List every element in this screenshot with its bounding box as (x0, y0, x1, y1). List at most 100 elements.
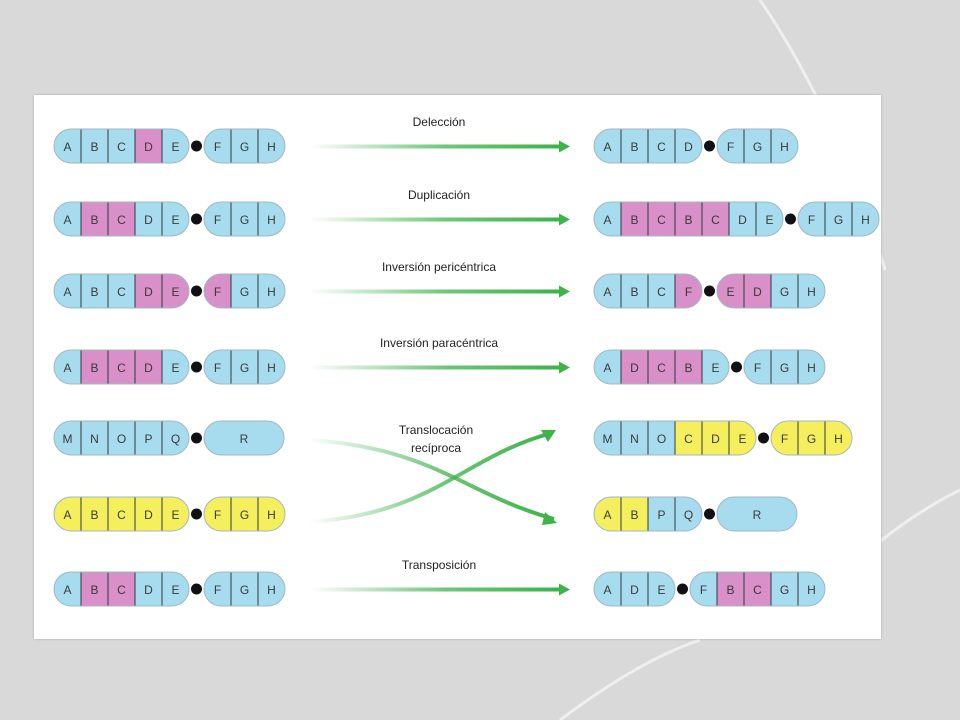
gene-label: G (807, 432, 816, 446)
gene-segment (81, 274, 108, 308)
gene-segment (135, 202, 162, 236)
label-paracentric: Inversión paracéntrica (380, 336, 498, 350)
gene-label: G (240, 213, 249, 227)
label-transposition: Transposición (402, 558, 476, 572)
gene-segment (135, 497, 162, 531)
gene-segment (135, 572, 162, 606)
gene-label: R (753, 508, 762, 522)
translocation-label-line1: Translocación (399, 423, 473, 437)
centromere (191, 213, 202, 225)
gene-segment (675, 421, 702, 455)
gene-label: D (630, 583, 639, 597)
gene-segment (81, 572, 108, 606)
gene-label: F (808, 213, 815, 227)
gene-label: F (727, 140, 734, 154)
gene-segment (825, 202, 852, 236)
centromere (191, 432, 202, 444)
gene-label: C (117, 285, 126, 299)
gene-label: H (780, 140, 789, 154)
gene-segment (702, 421, 729, 455)
gene-label: F (781, 432, 788, 446)
gene-label: H (267, 285, 276, 299)
centromere (677, 583, 688, 595)
arrowhead-paracentric (559, 361, 570, 374)
gene-segment (648, 350, 675, 384)
gene-segment (81, 350, 108, 384)
gene-label: F (214, 361, 221, 375)
gene-segment (702, 202, 729, 236)
gene-label: G (753, 140, 762, 154)
gene-label: H (807, 583, 816, 597)
gene-segment (621, 497, 648, 531)
gene-label: A (63, 361, 71, 375)
arrowhead-duplication (559, 213, 570, 226)
gene-label: C (657, 213, 666, 227)
gene-label: E (171, 583, 179, 597)
gene-label: E (171, 361, 179, 375)
gene-label: G (780, 285, 789, 299)
gene-label: H (807, 285, 816, 299)
label-delection: Delección (413, 115, 466, 129)
gene-label: H (267, 583, 276, 597)
gene-label: H (807, 361, 816, 375)
arrow-translocation-up (308, 431, 553, 524)
arrowhead-delection (559, 140, 570, 153)
gene-label: A (63, 583, 71, 597)
centromere (191, 140, 202, 152)
gene-segment (621, 572, 648, 606)
arrow-duplication (309, 217, 559, 222)
centromere (785, 213, 796, 225)
gene-segment (621, 421, 648, 455)
centromere (191, 583, 202, 595)
arrow-transposition (309, 587, 559, 592)
gene-label: D (144, 213, 153, 227)
gene-label: E (171, 508, 179, 522)
gene-segment (717, 572, 744, 606)
gene-label: A (603, 508, 611, 522)
gene-label: H (267, 213, 276, 227)
arrowhead-transposition (559, 583, 570, 596)
centromere (191, 508, 202, 520)
gene-label: A (603, 285, 611, 299)
gene-label: H (267, 508, 276, 522)
gene-label: B (684, 361, 692, 375)
gene-segment (675, 350, 702, 384)
gene-label: B (90, 140, 98, 154)
gene-label: F (214, 508, 221, 522)
gene-segment (204, 421, 284, 455)
gene-segment (771, 572, 798, 606)
label-duplication: Duplicación (408, 188, 470, 202)
centromere (704, 508, 715, 520)
gene-segment (108, 497, 135, 531)
gene-label: B (684, 213, 692, 227)
gene-label: B (90, 213, 98, 227)
gene-label: G (780, 361, 789, 375)
gene-segment (81, 129, 108, 163)
gene-label: B (90, 508, 98, 522)
gene-label: D (144, 140, 153, 154)
gene-segment (675, 202, 702, 236)
gene-segment (717, 497, 797, 531)
gene-label: D (753, 285, 762, 299)
gene-label: A (603, 213, 611, 227)
gene-label: G (240, 583, 249, 597)
gene-label: C (711, 213, 720, 227)
gene-segment (135, 350, 162, 384)
gene-label: E (171, 213, 179, 227)
arrow-translocation-down (308, 438, 555, 521)
gene-label: G (240, 361, 249, 375)
centromere (758, 432, 769, 444)
gene-label: B (90, 361, 98, 375)
gene-label: F (754, 361, 761, 375)
gene-label: F (685, 285, 692, 299)
arrow-delection (309, 144, 559, 149)
gene-segment (798, 421, 825, 455)
